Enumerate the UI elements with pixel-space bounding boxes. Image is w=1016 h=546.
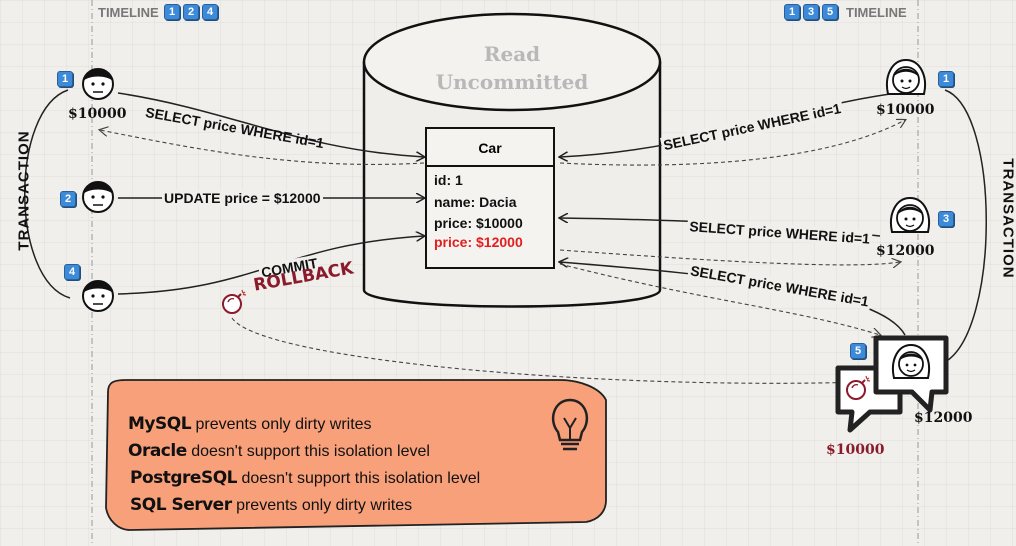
info-text-mysql: prevents only dirty writes [195, 416, 372, 433]
left-transaction-label: TRANSACTION [15, 130, 33, 251]
right-step-badge-1: 1 [938, 71, 954, 87]
info-db-oracle: Oracle [128, 441, 187, 461]
left-timeline-label: TIMELINE [98, 5, 159, 20]
return-arrow-right-1 [559, 120, 905, 166]
info-line-oracle: Oracle doesn't support this isolation le… [128, 441, 430, 461]
info-line-postgresql: PostgreSQL doesn't support this isolatio… [130, 468, 480, 488]
arrow-select-left [117, 92, 424, 157]
info-db-mysql: MySQL [128, 414, 192, 434]
car-row-price-new: price: $12000 [434, 234, 523, 250]
right-timeline-label: TIMELINE [846, 5, 907, 20]
left-timeline-badge-2: 2 [183, 4, 199, 20]
info-text-sqlserver: prevents only dirty writes [236, 497, 413, 514]
right-step-1-value: $10000 [876, 102, 935, 118]
car-row-name: name: Dacia [434, 194, 517, 210]
info-box-shape [105, 379, 607, 531]
left-timeline-badge-1: 1 [164, 4, 180, 20]
right-step-3-value: $12000 [876, 243, 935, 259]
female-user-icon [892, 343, 930, 379]
database-title: Read Uncommitted [400, 40, 624, 96]
bomb-icon [222, 289, 247, 314]
right-step-badge-3: 3 [938, 211, 954, 227]
info-text-oracle: doesn't support this isolation level [191, 443, 430, 460]
right-timeline-badge-5: 5 [822, 4, 838, 20]
left-step-1-value: $10000 [68, 106, 127, 122]
female-user-icon [886, 58, 926, 95]
right-transaction-bracket [944, 89, 987, 363]
right-step-badge-5: 5 [850, 343, 866, 359]
info-text-postgresql: doesn't support this isolation level [241, 470, 481, 487]
right-timeline-badge-1: 1 [784, 4, 800, 20]
car-row-price-old: price: $10000 [434, 215, 523, 231]
car-row-id: id: 1 [434, 172, 463, 188]
left-timeline-badge-4: 4 [202, 4, 218, 20]
return-arrow-left-1 [100, 130, 425, 165]
info-db-postgresql: PostgreSQL [130, 468, 238, 488]
male-user-icon [82, 68, 114, 100]
male-user-icon [82, 181, 114, 213]
left-step-2-action: UPDATE price = $12000 [162, 190, 323, 206]
database-title-line1: Read [483, 42, 541, 66]
left-step-badge-4: 4 [64, 264, 80, 280]
database-title-line2: Uncommitted [435, 70, 589, 94]
left-step-badge-1: 1 [57, 71, 73, 87]
right-step-5-value: $12000 [914, 410, 973, 426]
lightbulb-icon [551, 398, 589, 451]
left-step-badge-2: 2 [60, 191, 76, 207]
car-table-box [425, 127, 555, 269]
bomb-icon [846, 375, 871, 400]
right-timeline-badge-3: 3 [803, 4, 819, 20]
female-user-icon [890, 196, 930, 233]
male-user-icon [82, 280, 114, 312]
rollback-arrow [231, 317, 862, 383]
info-line-mysql: MySQL prevents only dirty writes [128, 414, 372, 434]
info-db-sqlserver: SQL Server [130, 495, 232, 515]
info-line-sqlserver: SQL Server prevents only dirty writes [130, 495, 412, 515]
left-transaction-bracket [24, 89, 71, 299]
right-step-5-alt-value: $10000 [826, 442, 885, 458]
car-table-name: Car [478, 140, 502, 156]
right-transaction-label: TRANSACTION [999, 158, 1016, 279]
return-arrow-right-3 [559, 249, 900, 265]
